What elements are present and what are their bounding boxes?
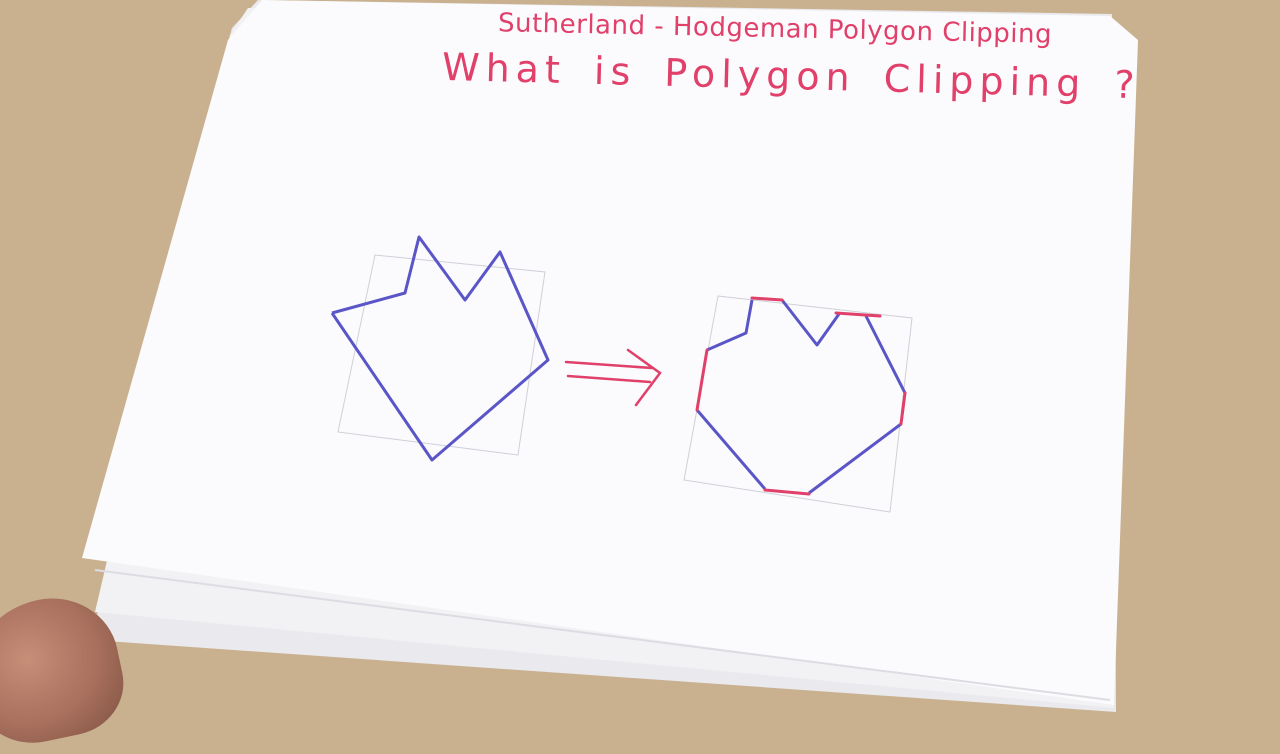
paper-edge-line [94,569,1111,701]
photo-scene: Sutherland - Hodgeman Polygon Clipping W… [0,0,1141,754]
paper-sheet-top [82,0,1138,705]
clip-window-right [683,295,913,513]
polygon-clipped [695,299,907,495]
paper-stack [82,0,1138,712]
implication-arrow [564,348,662,407]
clipped-edges [695,296,907,496]
polygon-original [330,235,550,462]
